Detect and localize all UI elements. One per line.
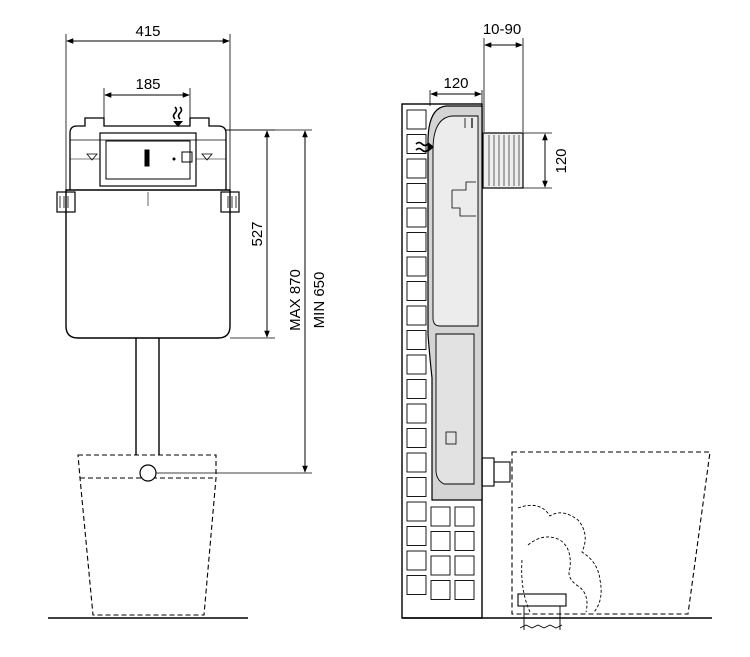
wall-tile [406,477,427,497]
dim-total-height: MAX 870 MIN 650 [156,129,328,474]
wall-tile [406,379,427,399]
side-connector [481,457,511,487]
dim-side-depth: 120 [429,75,483,106]
front-tank [65,189,231,339]
wall-tile [406,256,427,277]
wall-tile [406,158,427,179]
side-view: 120 10-90 120 [401,21,712,630]
side-cistern [415,105,483,501]
front-frame [56,106,240,213]
wall-tile [454,506,475,527]
dim-120-depth-label: 120 [443,75,468,92]
dim-frame-width: 185 [103,76,191,118]
wall-tile [406,207,427,228]
side-wc [511,451,711,630]
dim-max-label: MAX 870 [287,269,304,331]
wall-tile [430,580,451,600]
wall-tile [406,428,427,448]
dim-front-width: 415 [65,23,231,190]
wall-tile [406,305,427,326]
wall-tile [406,575,427,595]
dim-adjust-range: 10-90 [483,21,524,132]
wall-tile [406,281,427,301]
wall-tile [430,555,451,576]
front-view: 415 185 527 MAX 870 MIN 650 [48,23,328,619]
front-flush-pipe [135,338,160,455]
wall-tile [406,232,427,252]
side-duct [482,132,524,189]
wall-tile [406,452,427,473]
wall-tile [406,501,427,522]
dim-min-label: MIN 650 [311,272,328,329]
wall-tile [454,580,475,600]
wall-tile [406,550,427,571]
wall-tile [406,183,427,203]
dim-duct-height: 120 [523,132,570,189]
wall-tile [454,531,475,551]
wall-tile [406,330,427,350]
tiled-wall [401,103,483,619]
wall-tile [406,403,427,424]
dim-415-label: 415 [135,23,160,40]
wall-tile [454,555,475,576]
dim-10-90-label: 10-90 [483,21,521,38]
wall-tile [406,526,427,546]
dim-185-label: 185 [135,76,160,93]
wall-tile [406,109,427,130]
wall-tile [406,354,427,375]
wall-tile [430,531,451,551]
dim-tank-height: 527 [226,129,275,339]
wall-tile [430,506,451,527]
dim-120-duct-label: 120 [553,148,570,173]
dim-527-label: 527 [249,221,266,246]
front-wc-bowl [77,454,217,616]
